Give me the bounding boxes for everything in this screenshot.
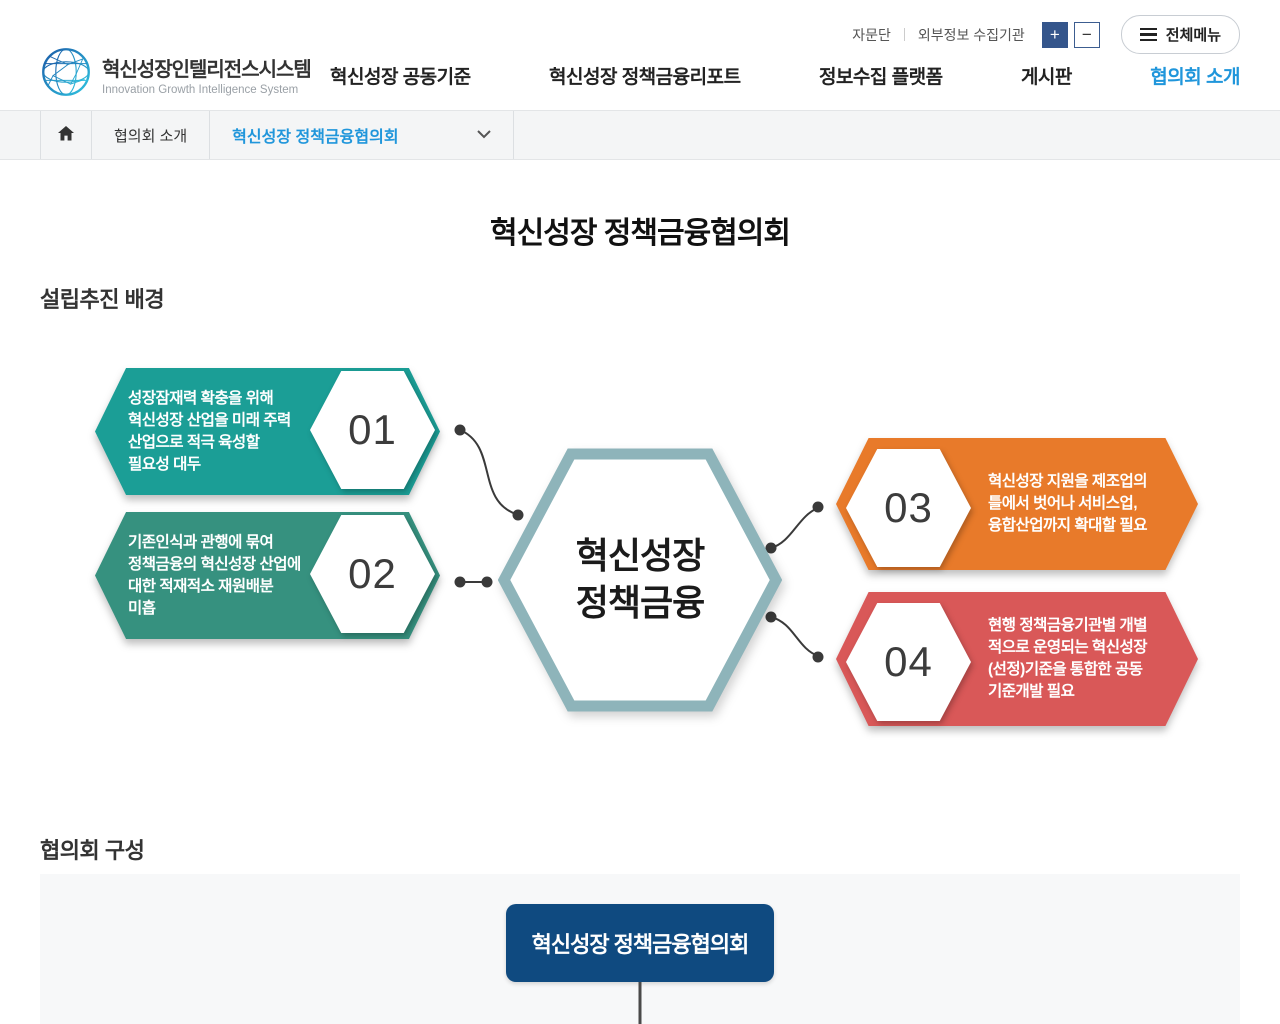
breadcrumb-level2-label: 혁신성장 정책금융협의회 (232, 129, 399, 146)
nav-council-intro[interactable]: 협의회 소개 (1150, 67, 1240, 88)
home-icon (58, 125, 74, 145)
reason-text-04: 현행 정책금융기관별 개별 적으로 운영되는 혁신성장 (선정)기준을 통합한 … (988, 617, 1147, 700)
main-content: 혁신성장 정책금융협의회 설립추진 배경 성장잠재력 확충을 위해 혁신성장 산… (0, 160, 1280, 1024)
org-root-node[interactable]: 혁신성장 정책금융협의회 (506, 904, 774, 982)
breadcrumb: 협의회 소개 혁신성장 정책금융협의회 (0, 110, 1280, 160)
nav-info-platform[interactable]: 정보수집 플랫폼 (818, 67, 943, 88)
reason-text-03: 혁신성장 지원을 제조업의 틀에서 벗어나 서비스업, 융합산업까지 확대할 필… (988, 473, 1147, 534)
background-diagram: 성장잠재력 확충을 위해 혁신성장 산업을 미래 주력 산업으로 적극 육성할 … (0, 360, 1280, 770)
font-decrease-button[interactable]: − (1073, 21, 1100, 48)
center-hexagon (498, 448, 782, 712)
main-nav: 혁신성장 공동기준 혁신성장 정책금융리포트 정보수집 플랫폼 게시판 협의회 … (330, 62, 1240, 89)
globe-icon (40, 46, 92, 103)
all-menu-button[interactable]: 전체메뉴 (1120, 15, 1240, 54)
logo-subtitle: Innovation Growth Intelligence System (102, 84, 299, 96)
section-title-composition: 협의회 구성 (40, 838, 145, 863)
hexagon-number-02: 02 (310, 515, 435, 633)
nav-common-standards[interactable]: 혁신성장 공동기준 (330, 67, 471, 88)
logo-text: 혁신성장인텔리전스시스템 Innovation Growth Intellige… (102, 53, 312, 96)
org-chart-panel: 혁신성장 정책금융협의회 (40, 874, 1240, 1024)
hexagon-number-03: 03 (846, 449, 971, 567)
hamburger-icon (1139, 27, 1157, 42)
breadcrumb-level2-select[interactable]: 혁신성장 정책금융협의회 (209, 111, 515, 159)
page-title: 혁신성장 정책금융협의회 (490, 217, 791, 250)
external-info-orgs-link[interactable]: 외부정보 수집기관 (917, 26, 1025, 43)
divider (903, 28, 905, 41)
number-04-label: 04 (846, 603, 971, 721)
nav-policy-finance-report[interactable]: 혁신성장 정책금융리포트 (549, 67, 741, 88)
breadcrumb-level1[interactable]: 협의회 소개 (91, 111, 209, 159)
utility-bar: 자문단 외부정보 수집기관 + − 전체메뉴 (852, 15, 1240, 54)
number-01-label: 01 (310, 371, 435, 489)
advisory-group-link[interactable]: 자문단 (852, 26, 891, 43)
reason-text-01: 성장잠재력 확충을 위해 혁신성장 산업을 미래 주력 산업으로 적극 육성할 … (128, 389, 291, 473)
header: 자문단 외부정보 수집기관 + − 전체메뉴 (0, 0, 1280, 110)
all-menu-label: 전체메뉴 (1165, 27, 1221, 44)
font-size-controls: + − (1041, 21, 1100, 48)
org-connector-line (638, 982, 642, 1024)
section-title-background: 설립추진 배경 (40, 287, 165, 312)
logo-title: 혁신성장인텔리전스시스템 (102, 59, 312, 81)
nav-board[interactable]: 게시판 (1020, 67, 1072, 88)
font-increase-button[interactable]: + (1041, 21, 1068, 48)
hexagon-number-04: 04 (846, 603, 971, 721)
chevron-down-icon (477, 126, 491, 144)
site-logo[interactable]: 혁신성장인텔리전스시스템 Innovation Growth Intellige… (40, 46, 312, 103)
breadcrumb-home[interactable] (40, 111, 91, 159)
reason-text-02: 기존인식과 관행에 묶여 정책금융의 혁신성장 산업에 대한 적재적소 재원배분… (128, 533, 301, 617)
center-hexagon-label: 혁신성장 정책금융 (575, 535, 705, 623)
number-02-label: 02 (310, 515, 435, 633)
number-03-label: 03 (846, 449, 971, 567)
hexagon-number-01: 01 (310, 371, 435, 489)
